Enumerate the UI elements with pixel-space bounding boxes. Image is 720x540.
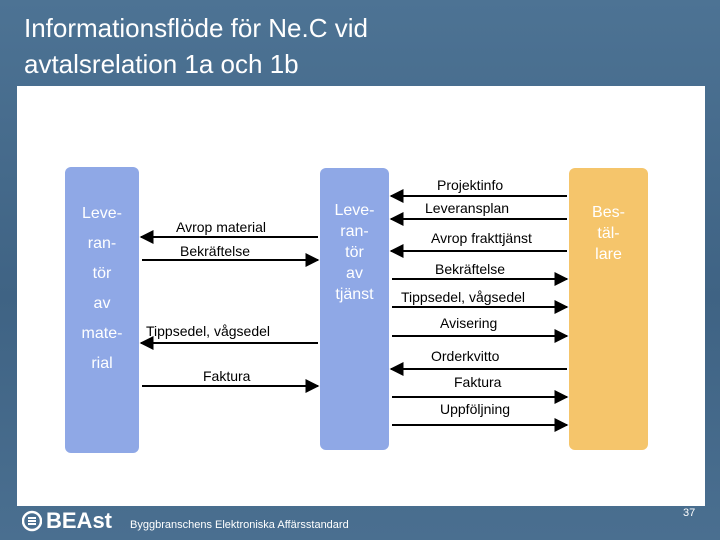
- footer-organization: Byggbranschens Elektroniska Affärsstanda…: [130, 519, 349, 531]
- label-tippsedel-right: Tippsedel, vågsedel: [401, 289, 526, 305]
- actor-material-supplier: Leve- ran- tör av mate- rial: [65, 167, 139, 453]
- actor-buyer: Bes- täl- lare: [569, 168, 648, 450]
- label-avrop-material: Avrop material: [176, 219, 267, 235]
- logo-text: BEAst: [46, 508, 113, 533]
- actor-left-line: tör: [92, 265, 112, 282]
- label-orderkvitto: Orderkvitto: [431, 348, 500, 364]
- actor-left-line: av: [93, 295, 111, 312]
- title-line-1: Informationsflöde för Ne.C vid: [24, 13, 368, 43]
- actor-mid-line: tör: [345, 244, 364, 261]
- actor-left-line: mate-: [81, 325, 123, 342]
- label-bekraftelse-left: Bekräftelse: [180, 243, 251, 259]
- actor-mid-line: ran-: [340, 223, 369, 240]
- actor-left-line: Leve-: [81, 205, 123, 222]
- actor-mid-line: av: [346, 265, 363, 282]
- label-bekraftelse-right: Bekräftelse: [435, 261, 506, 277]
- actor-right-line: Bes-: [592, 204, 625, 221]
- title-line-2: avtalsrelation 1a och 1b: [24, 49, 299, 79]
- actor-left-line: rial: [91, 355, 113, 372]
- actor-right-line: täl-: [597, 225, 620, 242]
- label-faktura-right: Faktura: [454, 374, 502, 390]
- actor-service-supplier: Leve- ran- tör av tjänst: [320, 168, 389, 450]
- label-leveransplan: Leveransplan: [425, 200, 510, 216]
- label-uppfoljning: Uppföljning: [440, 401, 511, 417]
- actor-left-line: ran-: [87, 235, 117, 252]
- label-avisering: Avisering: [440, 315, 498, 331]
- actor-mid-line: Leve-: [334, 202, 375, 219]
- label-tippsedel-left: Tippsedel, vågsedel: [146, 323, 271, 339]
- beast-logo: BEAst: [22, 506, 112, 536]
- page-number: 37: [683, 507, 696, 519]
- label-avrop-frakttjanst: Avrop frakttjänst: [431, 230, 532, 246]
- beast-logo-icon: [22, 510, 42, 532]
- actor-right-line: lare: [595, 246, 622, 263]
- actor-mid-line: tjänst: [335, 286, 374, 303]
- slide-title: Informationsflöde för Ne.C vid avtalsrel…: [24, 10, 664, 82]
- label-projektinfo: Projektinfo: [437, 177, 504, 193]
- label-faktura-left: Faktura: [203, 368, 251, 384]
